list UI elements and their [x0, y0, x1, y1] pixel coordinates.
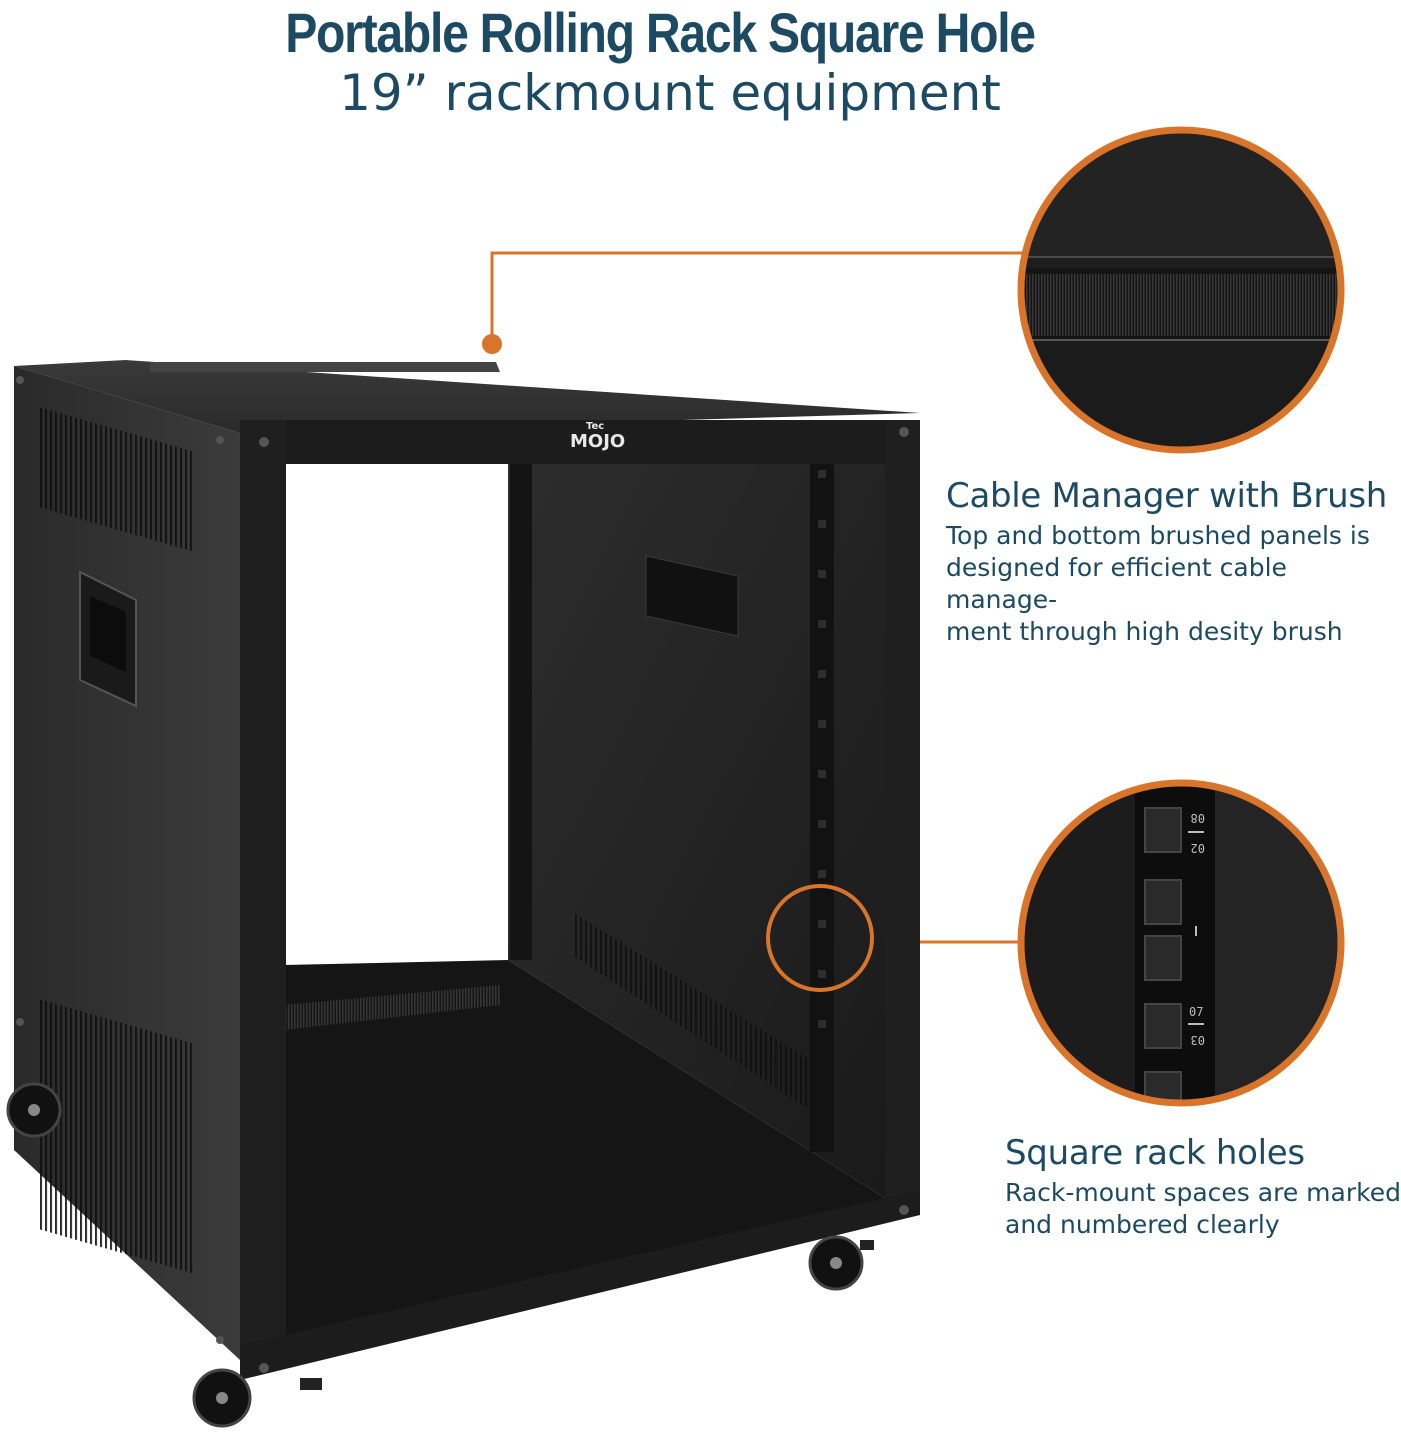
brand-logo-small: Tec	[586, 421, 604, 432]
feature-description: Rack-mount spaces are marked and numbere…	[1005, 1177, 1401, 1241]
feature-line: Rack-mount spaces are marked	[1005, 1178, 1401, 1207]
feature-line: Top and bottom brushed panels is	[946, 521, 1370, 550]
zoom-detail-rack-holes: 08 02 07 03	[1017, 779, 1345, 1107]
feature-line: designed for efficient cable manage-	[946, 553, 1287, 614]
callout-line-cable-manager	[482, 251, 1025, 354]
feature-line: ment through high desity brush	[946, 617, 1343, 646]
rail-number: 07	[1189, 1005, 1203, 1019]
feature-heading: Square rack holes	[1005, 1133, 1305, 1173]
feature-heading: Cable Manager with Brush	[946, 476, 1388, 516]
page-title: Portable Rolling Rack Square Hole	[285, 1, 1036, 64]
page-subtitle: 19” rackmount equipment	[339, 64, 1001, 122]
brand-logo: MOJO	[570, 431, 625, 452]
feature-square-holes: Square rack holes Rack-mount spaces are …	[1005, 1133, 1401, 1241]
rail-number: 02	[1191, 841, 1205, 855]
highlight-ring	[766, 884, 874, 992]
rail-number: 03	[1191, 1033, 1205, 1047]
side-handle	[79, 570, 137, 708]
rack-cabinet: Tec MOJO	[6, 360, 920, 1428]
zoom-detail-brush-panel	[1017, 126, 1345, 454]
feature-cable-manager: Cable Manager with Brush Top and bottom …	[946, 476, 1398, 648]
rail-number: 08	[1191, 811, 1205, 825]
feature-description: Top and bottom brushed panels is designe…	[946, 520, 1398, 648]
feature-line: and numbered clearly	[1005, 1210, 1280, 1239]
